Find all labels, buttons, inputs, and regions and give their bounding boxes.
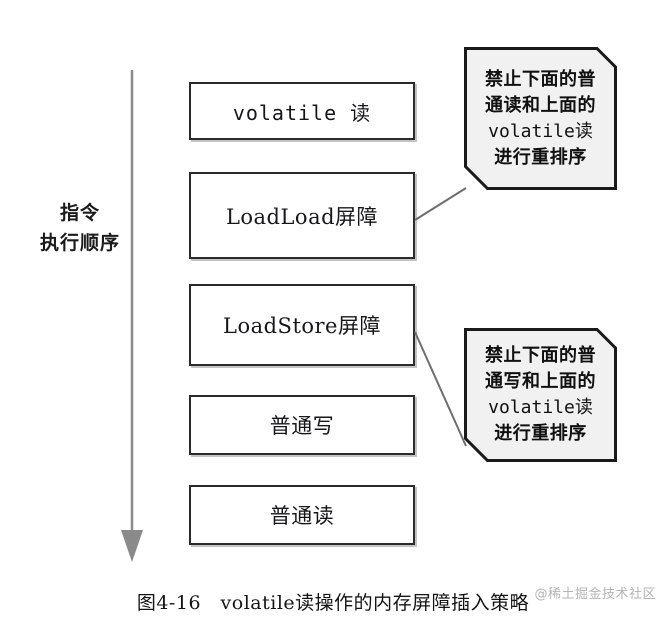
callout-line: volatile读 (488, 120, 593, 142)
axis-label: 指令 执行顺序 (28, 198, 132, 258)
axis-label-line-1: 指令 (59, 202, 100, 224)
op-box-normal-read: 普通读 (189, 485, 415, 545)
op-box-normal-write: 普通写 (189, 395, 415, 455)
op-box-label: LoadLoad屏障 (225, 204, 379, 229)
op-box-volatile-read: volatile 读 (189, 82, 415, 140)
op-box-label: volatile 读 (232, 100, 372, 125)
op-box-label: LoadStore屏障 (223, 314, 381, 338)
connector-loadstore (414, 331, 467, 447)
figure-caption: 图4-16 volatile读操作的内存屏障插入策略 (136, 592, 530, 614)
callout-loadstore-note: 禁止下面的普 通写和上面的 volatile读 进行重排序 (464, 328, 617, 462)
callout-line: 禁止下面的普 (485, 68, 596, 90)
callout-loadload-note: 禁止下面的普 通读和上面的 volatile读 进行重排序 (464, 47, 617, 190)
op-box-label: 普通读 (269, 504, 335, 528)
op-box-label: 普通写 (269, 414, 335, 438)
callout-line: 进行重排序 (494, 146, 587, 168)
callout-line: 进行重排序 (494, 423, 587, 444)
callout-line: volatile读 (488, 397, 593, 418)
callout-line: 通读和上面的 (485, 94, 596, 116)
execution-order-arrow-icon (121, 70, 143, 562)
callout-line: 通写和上面的 (485, 371, 596, 392)
connector-loadload (414, 187, 467, 221)
watermark: @稀土掘金技术社区 (534, 587, 656, 602)
axis-label-line-2: 执行顺序 (39, 232, 120, 254)
callout-line: 禁止下面的普 (485, 345, 596, 366)
op-box-loadstore-barrier: LoadStore屏障 (189, 284, 415, 366)
op-box-loadload-barrier: LoadLoad屏障 (189, 172, 415, 259)
